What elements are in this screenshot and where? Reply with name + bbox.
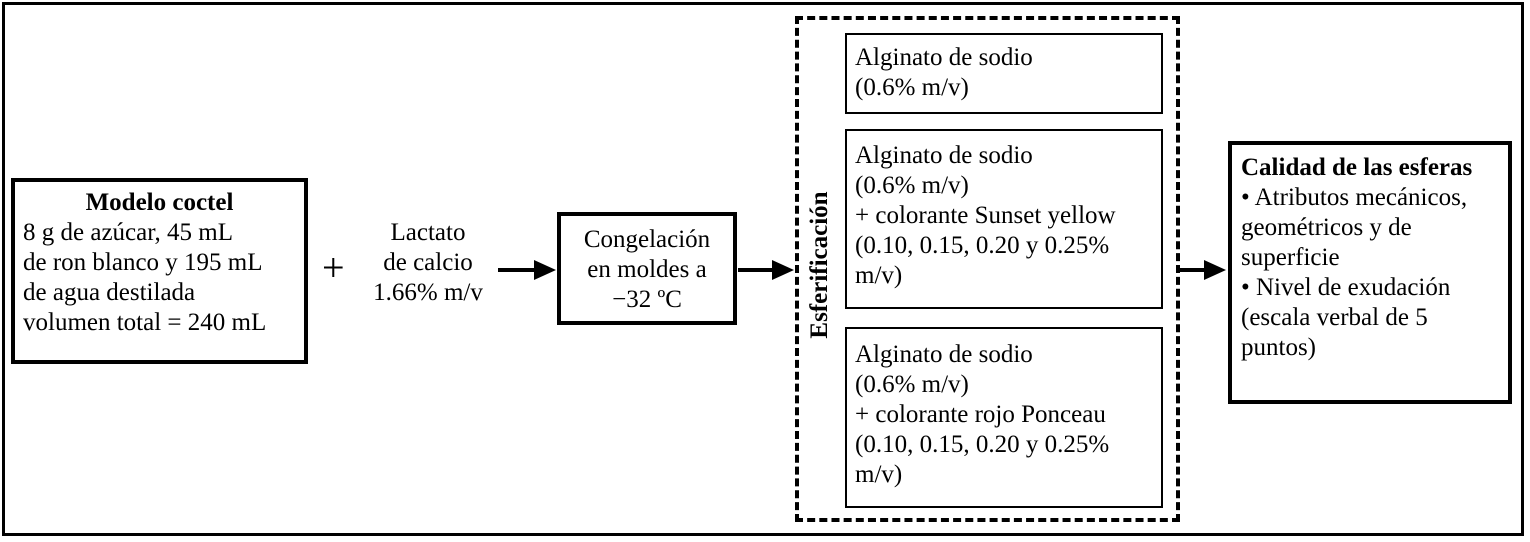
alginato-line: (0.6% m/v) [855,172,969,199]
alginato-line: (0.6% m/v) [855,371,969,398]
calidad-line: puntos) [1241,334,1316,361]
plus-symbol: + [322,245,345,290]
lactato-line: Lactato [390,219,466,246]
alginato-line: (0.10, 0.15, 0.20 y 0.25% [855,232,1110,259]
calidad-line: • Atributos mecánicos, [1241,184,1468,211]
calidad-box: Calidad de las esferas • Atributos mecán… [1228,141,1512,404]
modelo-coctel-line: de ron blanco y 195 mL [23,249,263,276]
modelo-coctel-line: volumen total = 240 mL [23,309,267,336]
lactato-de-calcio-text: Lactato de calcio 1.66% m/v [360,218,496,308]
arrow-esferificacion-to-calidad [1180,260,1226,280]
modelo-coctel-line: de agua destilada [23,279,196,306]
alginato-rojo-ponceau-box: Alginato de sodio (0.6% m/v) + colorante… [845,327,1163,508]
alginato-line: Alginato de sodio [855,341,1033,368]
alginato-line: (0.6% m/v) [855,74,969,101]
alginato-sunset-yellow-box: Alginato de sodio (0.6% m/v) + colorante… [845,129,1163,309]
alginato-box: Alginato de sodio (0.6% m/v) [845,33,1163,114]
congelacion-box: Congelación en moldes a −32 ºC [557,212,737,325]
esferificacion-group [795,16,1180,522]
alginato-line: m/v) [855,461,903,488]
lactato-line: 1.66% m/v [373,279,483,306]
calidad-title: Calidad de las esferas [1241,154,1473,181]
alginato-line: m/v) [855,262,903,289]
congelacion-line: −32 ºC [612,286,682,313]
congelacion-line: en moldes a [587,256,707,283]
arrow-congelacion-to-esferificacion [738,260,794,280]
calidad-line: (escala verbal de 5 [1241,304,1428,331]
alginato-line: Alginato de sodio [855,44,1033,71]
alginato-line: + colorante Sunset yellow [855,202,1116,229]
alginato-line: + colorante rojo Ponceau [855,401,1106,428]
alginato-line: (0.10, 0.15, 0.20 y 0.25% [855,431,1110,458]
calidad-line: • Nivel de exudación [1241,274,1451,301]
modelo-coctel-title: Modelo coctel [85,189,234,216]
modelo-coctel-box: Modelo coctel 8 g de azúcar, 45 mL de ro… [11,178,308,364]
arrow-lactato-to-congelacion [498,260,556,280]
calidad-line: superficie [1241,244,1340,271]
modelo-coctel-line: 8 g de azúcar, 45 mL [23,219,234,246]
congelacion-line: Congelación [583,226,711,253]
lactato-line: de calcio [383,249,473,276]
calidad-line: geométricos y de [1241,214,1412,241]
alginato-line: Alginato de sodio [855,142,1033,169]
